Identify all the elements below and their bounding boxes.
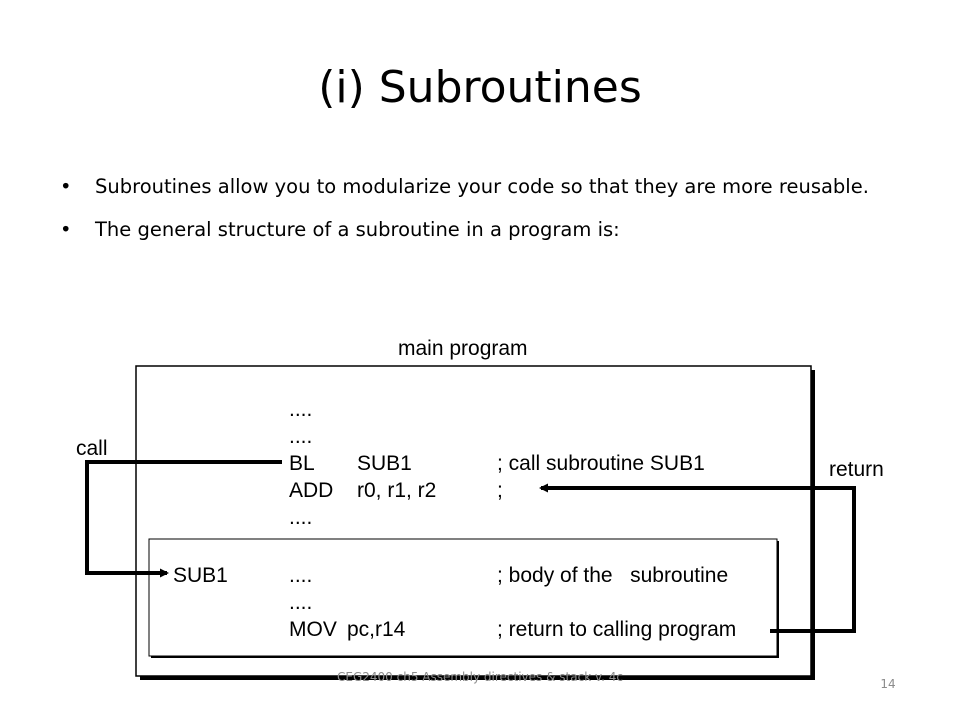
- code-line: ....: [289, 398, 312, 421]
- code-op: MOV: [289, 618, 337, 641]
- code-op: ....: [289, 564, 312, 587]
- bullet-text: Subroutines allow you to modularize your…: [95, 175, 869, 198]
- code-op: ADD: [289, 479, 333, 502]
- bullet-text: The general structure of a subroutine in…: [95, 218, 620, 241]
- bullet-item: • Subroutines allow you to modularize yo…: [60, 172, 900, 201]
- code-comment: ;: [497, 479, 503, 502]
- call-label: call: [76, 437, 108, 460]
- code-line: BL SUB1 ; call subroutine SUB1: [289, 452, 705, 475]
- code-op: BL: [289, 452, 315, 475]
- code-line: MOV pc,r14 ; return to calling program: [289, 618, 736, 641]
- slide-title: (i) Subroutines: [318, 62, 642, 113]
- subroutine-box: [148, 538, 778, 657]
- bullet-list: • Subroutines allow you to modularize yo…: [60, 172, 900, 258]
- return-arrow: [539, 483, 856, 633]
- return-label: return: [829, 458, 884, 481]
- code-op: ....: [289, 591, 312, 614]
- code-line: ....: [289, 591, 312, 614]
- main-program-label: main program: [398, 337, 528, 360]
- code-line: ....: [289, 425, 312, 448]
- code-args: SUB1: [357, 452, 412, 475]
- code-line: SUB1 .... ; body of the subroutine: [173, 564, 728, 587]
- code-op: ....: [289, 506, 312, 529]
- bullet-marker: •: [60, 175, 72, 198]
- bullet-marker: •: [60, 218, 72, 241]
- code-args: pc,r14: [347, 618, 406, 641]
- code-op: ....: [289, 425, 312, 448]
- code-args: r0, r1, r2: [357, 479, 436, 502]
- code-comment: ; body of the subroutine: [497, 564, 728, 587]
- code-op: ....: [289, 398, 312, 421]
- code-line: ADD r0, r1, r2 ;: [289, 479, 503, 502]
- code-label: SUB1: [173, 564, 228, 587]
- code-comment: ; return to calling program: [497, 618, 736, 641]
- call-arrow: [85, 460, 282, 578]
- code-comment: ; call subroutine SUB1: [497, 452, 705, 475]
- code-line: ....: [289, 506, 312, 529]
- bullet-item: • The general structure of a subroutine …: [60, 215, 900, 244]
- footer-course: CEG2400 ch5 Assembly directives & stack …: [337, 670, 623, 684]
- page-number: 14: [880, 677, 896, 691]
